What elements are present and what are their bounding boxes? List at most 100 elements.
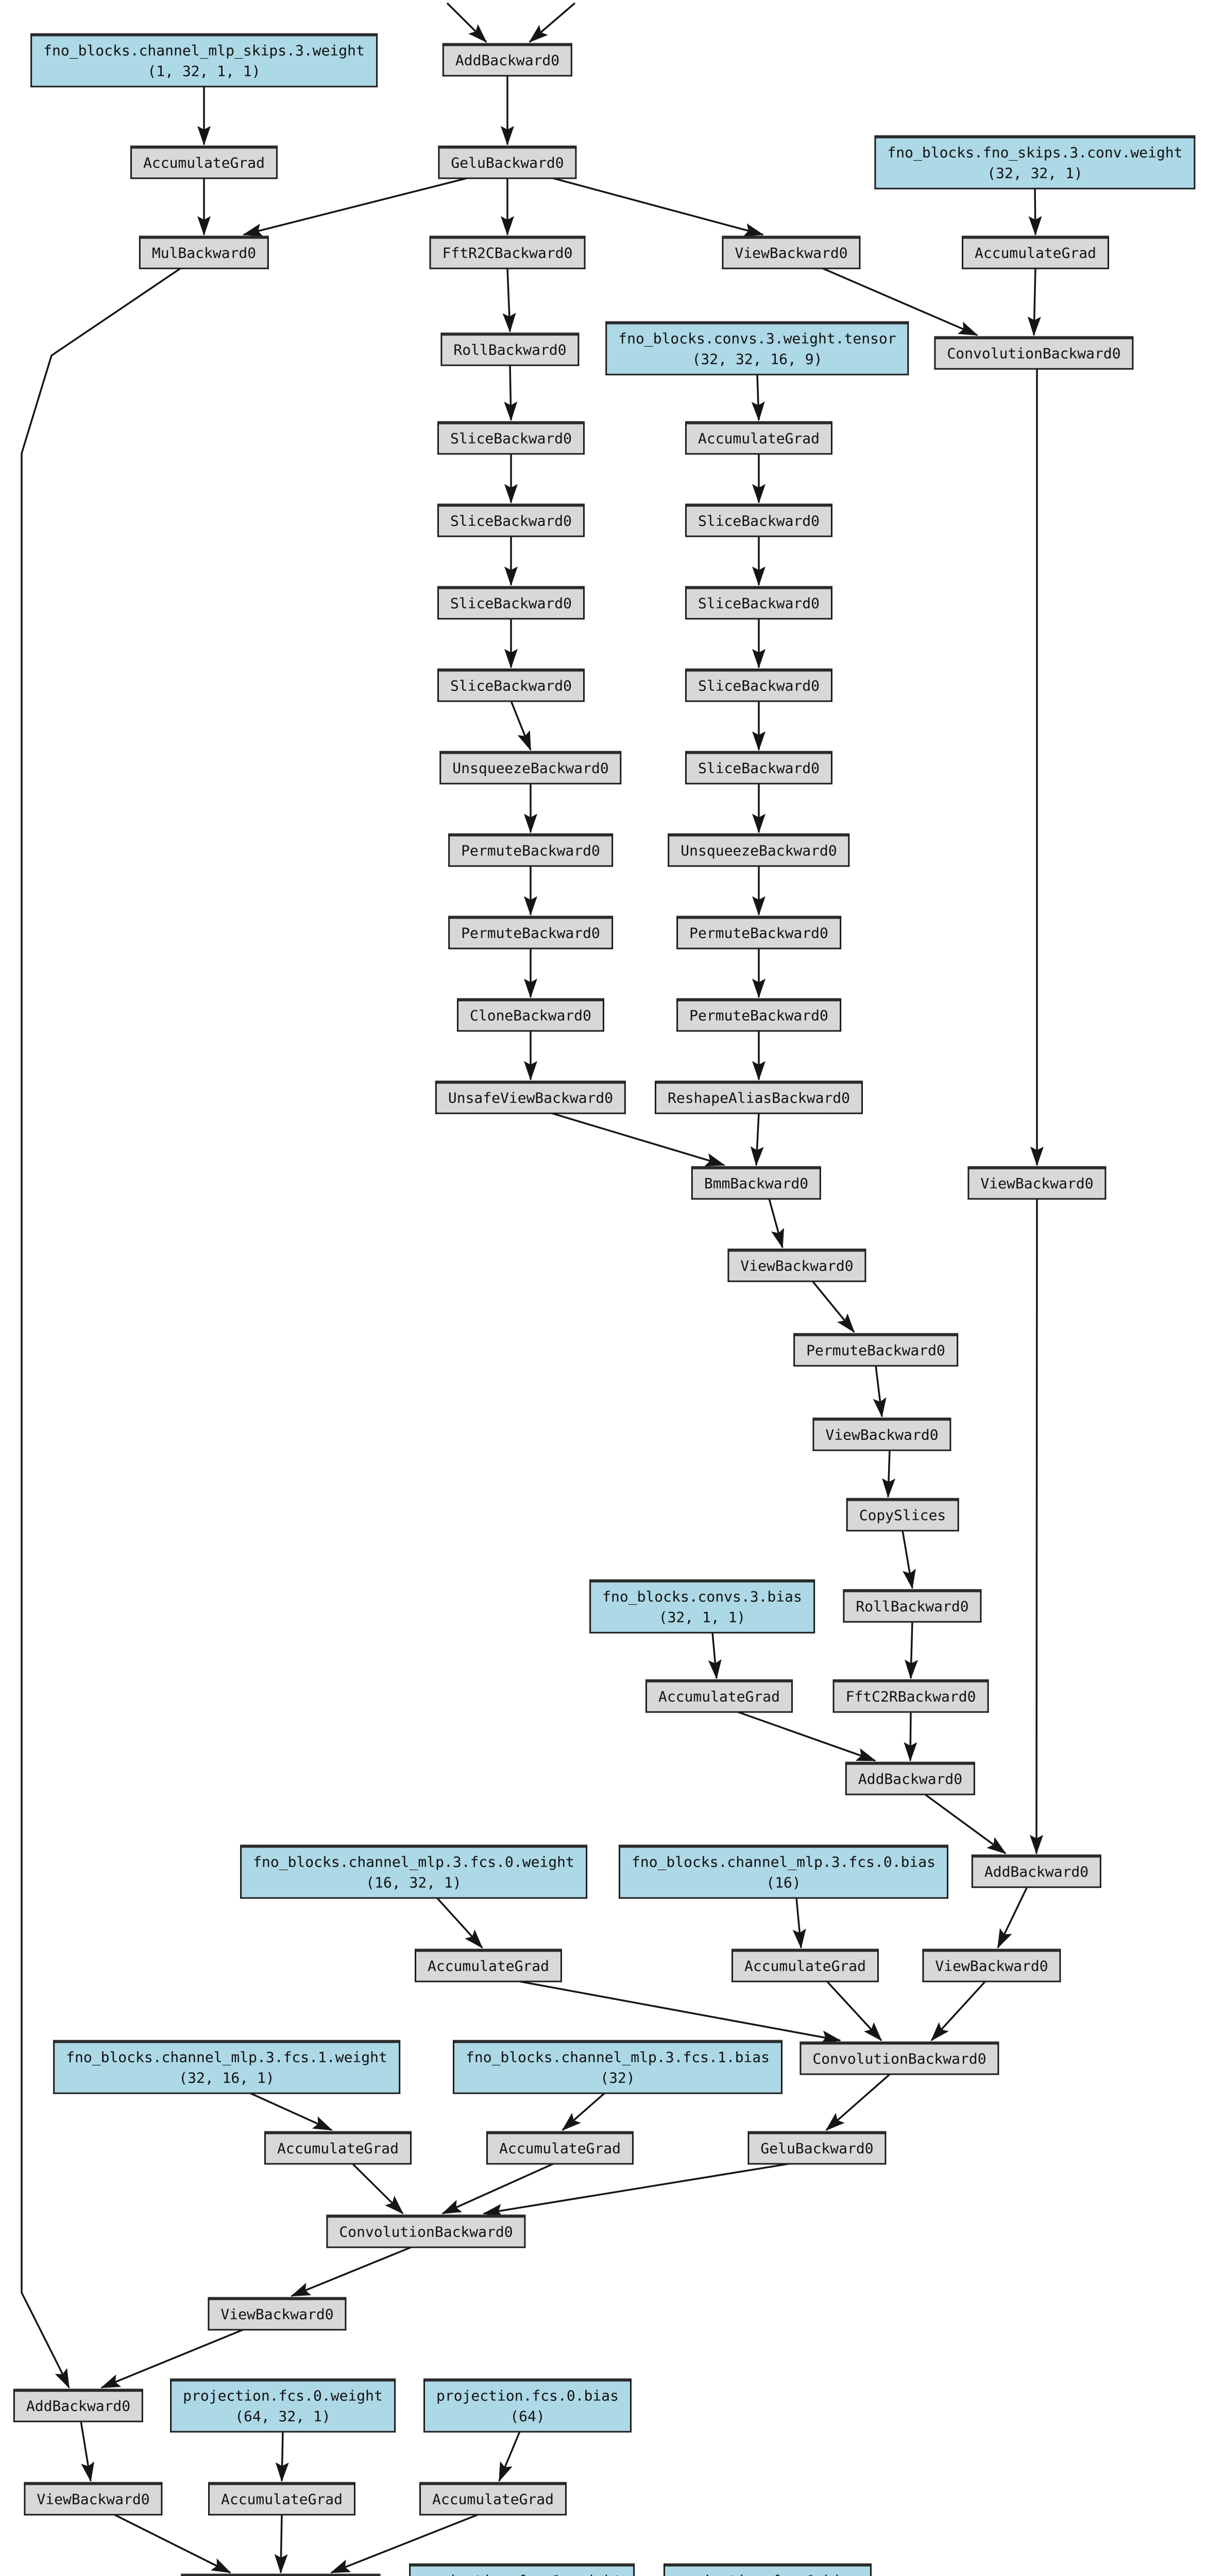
graph-node-op-accumulategrad-2: AccumulateGrad — [130, 145, 278, 179]
graph-edge-63 — [274, 2514, 288, 2574]
graph-edge-48 — [826, 1980, 882, 2041]
graph-node-op-slicebackward0-16: SliceBackward0 — [437, 586, 585, 620]
node-label-line: (64, 32, 1) — [235, 2408, 331, 2425]
graph-edge-34 — [1030, 1198, 1044, 1855]
graph-edge-38 — [901, 1530, 916, 1589]
node-label-line: fno_blocks.channel_mlp.3.fcs.0.weight — [253, 1853, 574, 1871]
graph-edge-36 — [873, 1365, 887, 1418]
graph-edge-11 — [1027, 268, 1041, 336]
graph-node-op-convolutionbackward0-53: ConvolutionBackward0 — [326, 2214, 526, 2248]
node-label-line: AddBackward0 — [858, 1770, 963, 1788]
graph-edge-42 — [904, 1711, 917, 1762]
graph-edge-53 — [351, 2163, 404, 2214]
graph-node-op-addbackward0-40: AddBackward0 — [845, 1761, 976, 1795]
node-label-line: SliceBackward0 — [450, 512, 572, 530]
graph-edge-56 — [291, 2246, 412, 2297]
graph-edge-30 — [551, 1112, 725, 1166]
node-label-line: SliceBackward0 — [697, 512, 820, 530]
node-label-line: PermuteBackward0 — [461, 842, 600, 859]
node-label-line: ViewBackward0 — [740, 1257, 854, 1275]
graph-node-param-projection-fcs-0-bias-57: projection.fcs.0.bias (64) — [423, 2378, 632, 2433]
graph-edge-61 — [498, 2431, 521, 2482]
graph-node-op-addbackward0-1: AddBackward0 — [442, 43, 573, 77]
node-label-line: PermuteBackward0 — [689, 924, 828, 942]
graph-node-param-fno-blocks-convs-3-weight-tensor-10: fno_blocks.convs.3.weight.tensor(32, 32,… — [605, 321, 909, 376]
graph-edge-7 — [552, 177, 764, 236]
node-label-line: (32, 16, 1) — [179, 2069, 275, 2087]
graph-node-op-convolutionbackward0-47: ConvolutionBackward0 — [799, 2041, 999, 2075]
node-label-line: fno_blocks.channel_mlp.3.fcs.0.bias — [631, 1853, 936, 1871]
graph-node-param-fno-blocks-channel-mlp-3-fcs-1-bias-49: fno_blocks.channel_mlp.3.fcs.1.bias(32) — [452, 2040, 783, 2094]
graph-node-op-viewbackward0-7: ViewBackward0 — [722, 235, 861, 269]
graph-node-op-accumulategrad-38: AccumulateGrad — [645, 1679, 793, 1713]
graph-node-op-slicebackward0-15: SliceBackward0 — [685, 503, 833, 537]
graph-node-op-accumulategrad-60: AccumulateGrad — [419, 2482, 567, 2516]
graph-node-op-copyslices-35: CopySlices — [846, 1498, 959, 1532]
node-label-line: RollBackward0 — [856, 1598, 969, 1615]
node-label-line: ViewBackward0 — [220, 2306, 334, 2323]
graph-node-op-addbackward0-55: AddBackward0 — [13, 2388, 144, 2422]
node-label-line: (32, 32, 1) — [987, 164, 1083, 182]
graph-node-op-permutebackward0-27: PermuteBackward0 — [676, 998, 841, 1032]
graph-edge-57 — [100, 2328, 244, 2389]
graph-node-op-viewbackward0-31: ViewBackward0 — [967, 1166, 1107, 1200]
node-label-line: fno_blocks.channel_mlp_skips.3.weight — [43, 42, 365, 59]
graph-node-op-slicebackward0-12: SliceBackward0 — [437, 421, 585, 455]
node-label-line: projection.fcs.0.weight — [183, 2387, 383, 2404]
node-label-line: AccumulateGrad — [697, 430, 820, 447]
graph-node-op-slicebackward0-14: SliceBackward0 — [437, 503, 585, 537]
node-label-line: projection.fcs.1.weight — [422, 2571, 622, 2576]
node-label-line: (32, 32, 16, 9) — [692, 350, 823, 368]
node-label-line: AccumulateGrad — [974, 244, 1097, 262]
graph-node-op-rollbackward0-36: RollBackward0 — [843, 1589, 982, 1623]
node-label-line: AddBackward0 — [455, 52, 560, 69]
graph-node-op-bmmbackward0-30: BmmBackward0 — [691, 1166, 822, 1200]
node-label-line: UnsqueezeBackward0 — [680, 842, 837, 859]
node-label-line: UnsqueezeBackward0 — [452, 759, 609, 777]
node-label-line: SliceBackward0 — [697, 759, 820, 777]
graph-node-op-permutebackward0-22: PermuteBackward0 — [448, 833, 613, 867]
graph-edge-49 — [930, 1980, 986, 2041]
graph-edge-51 — [249, 2092, 333, 2131]
node-label-line: AccumulateGrad — [499, 2140, 621, 2157]
graph-node-op-permutebackward0-25: PermuteBackward0 — [676, 916, 841, 950]
node-label-line: ConvolutionBackward0 — [339, 2223, 513, 2241]
graph-edge-13 — [751, 374, 765, 421]
graph-edge-58 — [21, 267, 181, 2389]
node-label-line: fno_blocks.channel_mlp.3.fcs.1.weight — [66, 2048, 387, 2066]
node-label-line: MulBackward0 — [151, 244, 257, 262]
node-label-line: AccumulateGrad — [432, 2490, 554, 2508]
graph-node-op-gelubackward0-52: GeluBackward0 — [747, 2131, 887, 2165]
graph-edge-group — [21, 2, 1044, 2574]
graph-edge-44 — [997, 1886, 1028, 1949]
node-label-line: AccumulateGrad — [744, 1957, 866, 1975]
graph-node-op-clonebackward0-26: CloneBackward0 — [456, 998, 605, 1032]
graph-node-op-accumulategrad-59: AccumulateGrad — [208, 2482, 356, 2516]
graph-node-op-unsqueezebackward0-23: UnsqueezeBackward0 — [668, 833, 850, 867]
graph-node-op-accumulategrad-44: AccumulateGrad — [414, 1948, 563, 1982]
node-label-line: BmmBackward0 — [704, 1175, 809, 1192]
node-label-line: RollBackward0 — [453, 341, 567, 359]
node-label-line: ViewBackward0 — [935, 1957, 1048, 1975]
graph-node-op-slicebackward0-21: SliceBackward0 — [685, 751, 833, 785]
node-label-line: (32, 1, 1) — [658, 1608, 746, 1626]
node-label-line: (32) — [600, 2069, 635, 2087]
graph-node-op-permutebackward0-33: PermuteBackward0 — [793, 1333, 958, 1367]
node-label-line: (64) — [510, 2408, 545, 2425]
graph-node-op-gelubackward0-3: GeluBackward0 — [438, 145, 577, 179]
node-label-line: FftC2RBackward0 — [845, 1688, 976, 1705]
node-label-line: GeluBackward0 — [760, 2140, 874, 2157]
node-label-line: PermuteBackward0 — [461, 924, 600, 942]
graph-edge-0 — [446, 2, 487, 43]
node-label-line: projection.fcs.0.bias — [436, 2387, 619, 2404]
graph-node-param-fno-blocks-convs-3-bias-37: fno_blocks.convs.3.bias(32, 1, 1) — [589, 1579, 815, 1634]
graph-edge-39 — [904, 1621, 918, 1680]
node-label-line: (1, 32, 1, 1) — [147, 62, 261, 80]
node-label-line: SliceBackward0 — [450, 430, 572, 447]
graph-edge-20 — [510, 700, 532, 751]
node-label-line: SliceBackward0 — [450, 595, 572, 612]
graph-node-op-accumulategrad-13: AccumulateGrad — [685, 421, 833, 455]
node-label-line: fno_blocks.fno_skips.3.conv.weight — [887, 144, 1183, 161]
graph-node-op-viewbackward0-54: ViewBackward0 — [208, 2297, 347, 2331]
